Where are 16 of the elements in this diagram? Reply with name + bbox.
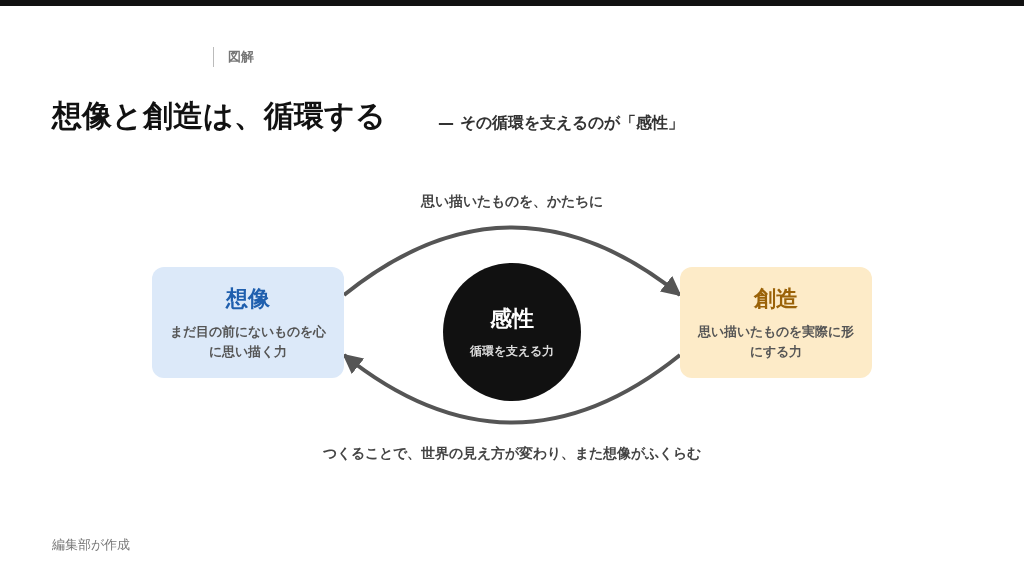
node-description: 循環を支える力: [469, 342, 555, 360]
node-heading: 創造: [754, 284, 798, 313]
curved-arrow: [342, 353, 682, 425]
concept-card: [680, 267, 872, 378]
credit-text: 編集部が作成: [52, 537, 130, 554]
node-heading: 感性: [490, 304, 534, 333]
node-description: まだ目の前にないものを心に思い描く力: [169, 322, 327, 361]
curved-arrow: [342, 225, 682, 297]
concept-card: [152, 267, 344, 378]
node-heading: 想像: [226, 284, 270, 313]
header-label: 図解: [228, 48, 254, 66]
title: 想像と創造は、循環する: [52, 97, 386, 135]
edge-label: つくることで、世界の見え方が変わり、また想像がふくらむ: [323, 445, 701, 463]
node-description: 思い描いたものを実際に形にする力: [696, 322, 855, 361]
edge-label: 思い描いたものを、かたちに: [421, 193, 603, 211]
subtitle: — その循環を支えるのが「感性」: [438, 113, 684, 134]
